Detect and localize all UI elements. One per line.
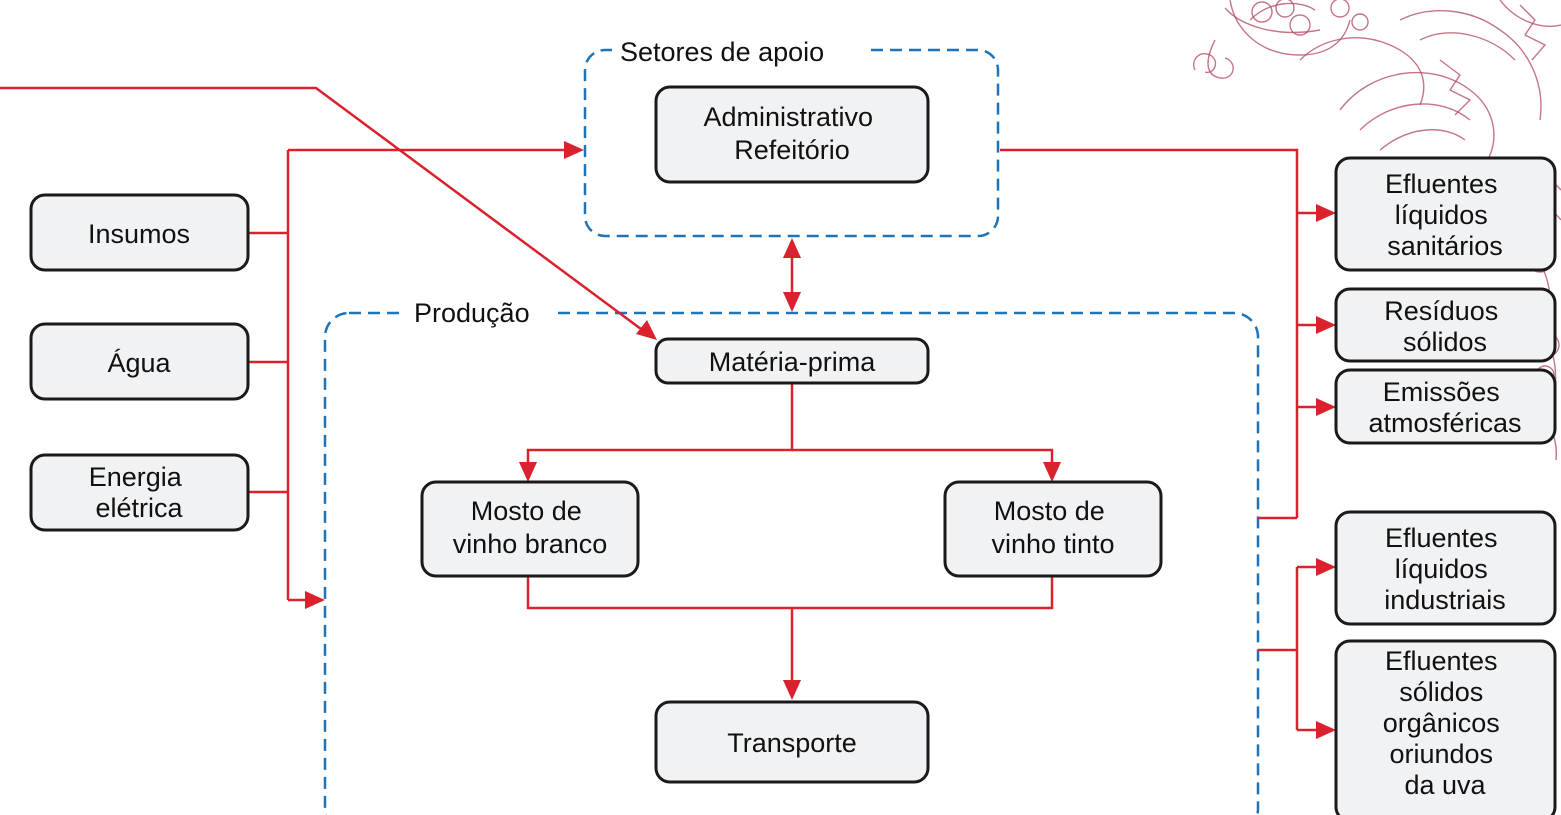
production-group [323, 311, 1260, 815]
box-line: vinho branco [453, 529, 608, 559]
svg-text:Transporte: Transporte [727, 728, 857, 758]
box-line: Mosto de [471, 496, 582, 526]
arrowhead [783, 238, 801, 258]
production-group-label-bg [406, 298, 558, 328]
box-line: Matéria-prima [709, 347, 877, 377]
svg-text:Mosto de vinho tinto: Mosto de vinho tinto [991, 496, 1114, 559]
output-residuos-solidos: Resíduos sólidos [1334, 287, 1557, 363]
svg-text:Emissões atmosféricas: Emissões atmosféricas [1368, 377, 1521, 438]
box-line: Insumos [88, 219, 190, 249]
box-line: Efluentes [1385, 523, 1498, 553]
support-sectors-group [583, 48, 1000, 238]
box-line: orgânicos [1383, 708, 1500, 738]
box-line: líquidos [1395, 554, 1488, 584]
box-line: elétrica [95, 493, 183, 523]
box-line: líquidos [1395, 200, 1488, 230]
svg-text:Efluentes líquidos: Efluentes líquidos sanitários [1385, 169, 1505, 261]
arrowhead [519, 462, 537, 482]
support-group-label: Setores de apoio [620, 37, 824, 67]
box-line: vinho tinto [991, 529, 1114, 559]
box-line: Água [107, 348, 171, 378]
box-line: sólidos [1403, 327, 1487, 357]
input-insumos: Insumos [29, 193, 250, 272]
box-line: Resíduos [1384, 296, 1498, 326]
input-energia-eletrica: Energia elétrica [29, 453, 250, 532]
output-efluentes-industriais: Efluentes líquidos industriais [1334, 510, 1557, 626]
svg-text:Mosto de vinho branco: Mosto de vinho branco [453, 496, 608, 559]
svg-text:Matéria-prima: Matéria-prima [709, 347, 877, 377]
box-line: Efluentes [1385, 169, 1498, 199]
output-emissoes-atmosfericas: Emissões atmosféricas [1334, 368, 1557, 445]
production-group-label: Produção [414, 298, 530, 328]
svg-text:Insumos: Insumos [88, 219, 190, 249]
box-line: Administrativo [703, 102, 873, 132]
svg-text:Efluentes sólidos: Efluentes sólidos orgânicos oriundos da … [1383, 646, 1508, 800]
arrowhead [783, 680, 801, 700]
arrowhead [1043, 462, 1061, 482]
input-agua: Água [29, 322, 250, 401]
output-efluentes-organicos: Efluentes sólidos orgânicos oriundos da … [1334, 639, 1557, 815]
arrowhead [1316, 316, 1336, 334]
svg-text:Efluentes líquidos: Efluentes líquidos industriais [1384, 523, 1506, 615]
flow-lines [0, 86, 1318, 732]
arrowhead [783, 292, 801, 312]
svg-text:Energia elétrica: Energia elétrica [89, 462, 190, 523]
box-line: Efluentes [1385, 646, 1498, 676]
arrowhead [305, 591, 325, 609]
arrowheads [305, 141, 1336, 739]
mosto-vinho-branco-box: Mosto de vinho branco [420, 480, 640, 578]
box-line: Energia [89, 462, 183, 492]
box-line: atmosféricas [1368, 408, 1521, 438]
transporte-box: Transporte [654, 700, 930, 784]
output-efluentes-sanitarios: Efluentes líquidos sanitários [1334, 156, 1557, 272]
arrowhead [1316, 558, 1336, 576]
administrativo-refeitorio-box: Administrativo Refeitório [654, 85, 930, 184]
arrowhead [636, 320, 657, 340]
support-group-label-bg [612, 38, 868, 66]
box-line: Mosto de [994, 496, 1105, 526]
box-line: sólidos [1399, 677, 1483, 707]
arrowhead [1316, 721, 1336, 739]
box-line: sanitários [1387, 231, 1503, 261]
materia-prima-box: Matéria-prima [654, 337, 930, 385]
box-line: Refeitório [734, 135, 850, 165]
svg-text:Água: Água [107, 348, 171, 378]
arrowhead [564, 141, 584, 159]
box-line: oriundos [1389, 739, 1493, 769]
box-line: da uva [1404, 770, 1486, 800]
box-line: Transporte [727, 728, 857, 758]
box-line: Emissões [1383, 377, 1500, 407]
svg-text:Administrativo Refeitóri: Administrativo Refeitório [703, 102, 880, 165]
svg-text:Resíduos sólidos: Resíduos sólidos [1384, 296, 1506, 357]
box-line: industriais [1384, 585, 1506, 615]
arrowhead [1316, 204, 1336, 222]
mosto-vinho-tinto-box: Mosto de vinho tinto [943, 480, 1163, 578]
arrowhead [1316, 398, 1336, 416]
